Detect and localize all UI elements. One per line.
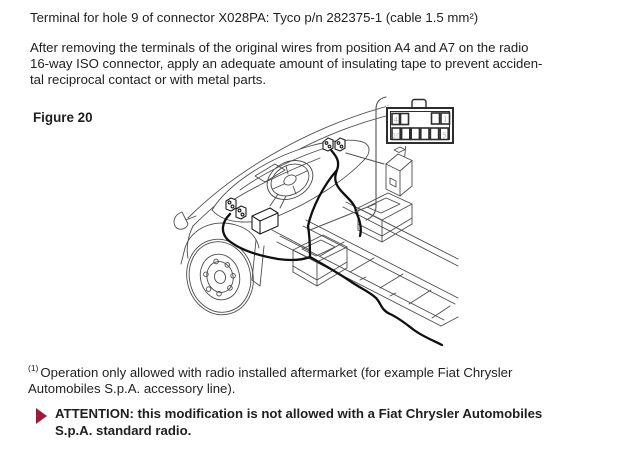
callout-lines <box>309 96 387 231</box>
attention-note: ATTENTION: this modification is not allo… <box>36 406 542 439</box>
mirror <box>173 211 197 230</box>
front-wheel <box>186 238 254 316</box>
attention-text: ATTENTION: this modification is not allo… <box>55 406 542 439</box>
attention-line-1: ATTENTION: this modification is not allo… <box>55 406 543 421</box>
figure-label: Figure 20 <box>33 110 93 125</box>
footnote-line-2: Automobiles S.p.A. accessory line). <box>28 380 236 396</box>
cavity-number-4: 4 <box>394 116 399 124</box>
vehicle-wiring-diagram: 4 1 10 5 <box>173 96 459 347</box>
dash-connectors-top <box>322 137 346 152</box>
footnote: (1)Operation only allowed with radio ins… <box>28 361 512 396</box>
instruction-line-3: tal reciprocal contact or with metal par… <box>30 72 267 87</box>
instruction-line-2: 16-way ISO connector, apply an adequate … <box>30 56 543 71</box>
intro-text: Terminal for hole 9 of connector X028PA:… <box>30 10 542 88</box>
footnote-line-1: (1)Operation only allowed with radio ins… <box>28 361 512 381</box>
steering-wheel <box>266 160 314 209</box>
wiring-harness <box>221 148 444 347</box>
terminal-spec-line: Terminal for hole 9 of connector X028PA:… <box>30 10 479 25</box>
ecu-box <box>251 207 279 235</box>
footnote-marker: (1) <box>28 363 39 373</box>
cavity-number-1: 1 <box>443 116 447 124</box>
seat-base-left <box>292 234 348 287</box>
connector-detail: 4 1 10 5 <box>386 98 456 146</box>
dash-connectors-left <box>225 197 279 235</box>
instruction-line-1: After removing the terminals of the orig… <box>30 40 529 55</box>
fender <box>180 222 260 265</box>
relay-housing <box>385 146 413 197</box>
attention-arrow-icon <box>36 408 47 424</box>
footnote-text-1: Operation only allowed with radio instal… <box>40 365 513 380</box>
chassis-frame <box>251 201 459 327</box>
cavity-number-5: 5 <box>442 132 446 140</box>
attention-line-2: S.p.A. standard radio. <box>55 422 192 438</box>
cavity-number-10: 10 <box>392 132 400 139</box>
figure-20-illustration: 4 1 10 5 <box>160 90 460 355</box>
seat-base-right <box>357 192 413 243</box>
